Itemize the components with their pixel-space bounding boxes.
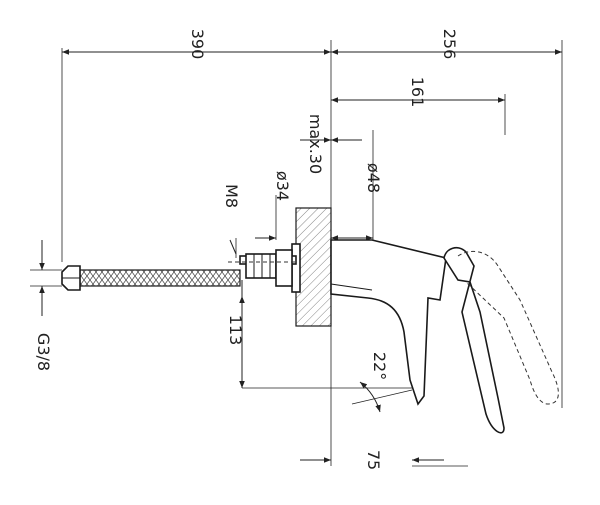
label-75: 75 xyxy=(364,450,383,470)
label-256: 256 xyxy=(440,29,459,60)
label-161: 161 xyxy=(408,77,427,108)
dim-line-m8 xyxy=(229,239,237,255)
threaded-rod xyxy=(228,249,297,287)
label-22deg: 22° xyxy=(370,352,389,380)
faucet-body xyxy=(330,239,447,406)
dimension-lines xyxy=(39,49,562,463)
label-max30: max.30 xyxy=(306,114,325,174)
lever-handle-solid xyxy=(443,246,505,434)
lever-handle-alternate xyxy=(457,250,559,405)
angle-arc-22 xyxy=(359,381,381,413)
label-d48: ø48 xyxy=(364,163,383,193)
flexible-hose xyxy=(61,265,241,291)
label-m8: M8 xyxy=(222,184,241,208)
labels: 390 256 161 max.30 ø48 ø34 M8 113 22° 75… xyxy=(34,29,459,470)
countertop-section xyxy=(291,207,332,327)
label-g38: G3/8 xyxy=(34,333,53,371)
faucet-spout xyxy=(330,239,447,406)
lever-handle xyxy=(443,246,505,434)
label-390: 390 xyxy=(188,29,207,60)
label-113: 113 xyxy=(226,315,245,346)
label-d34: ø34 xyxy=(273,171,292,201)
